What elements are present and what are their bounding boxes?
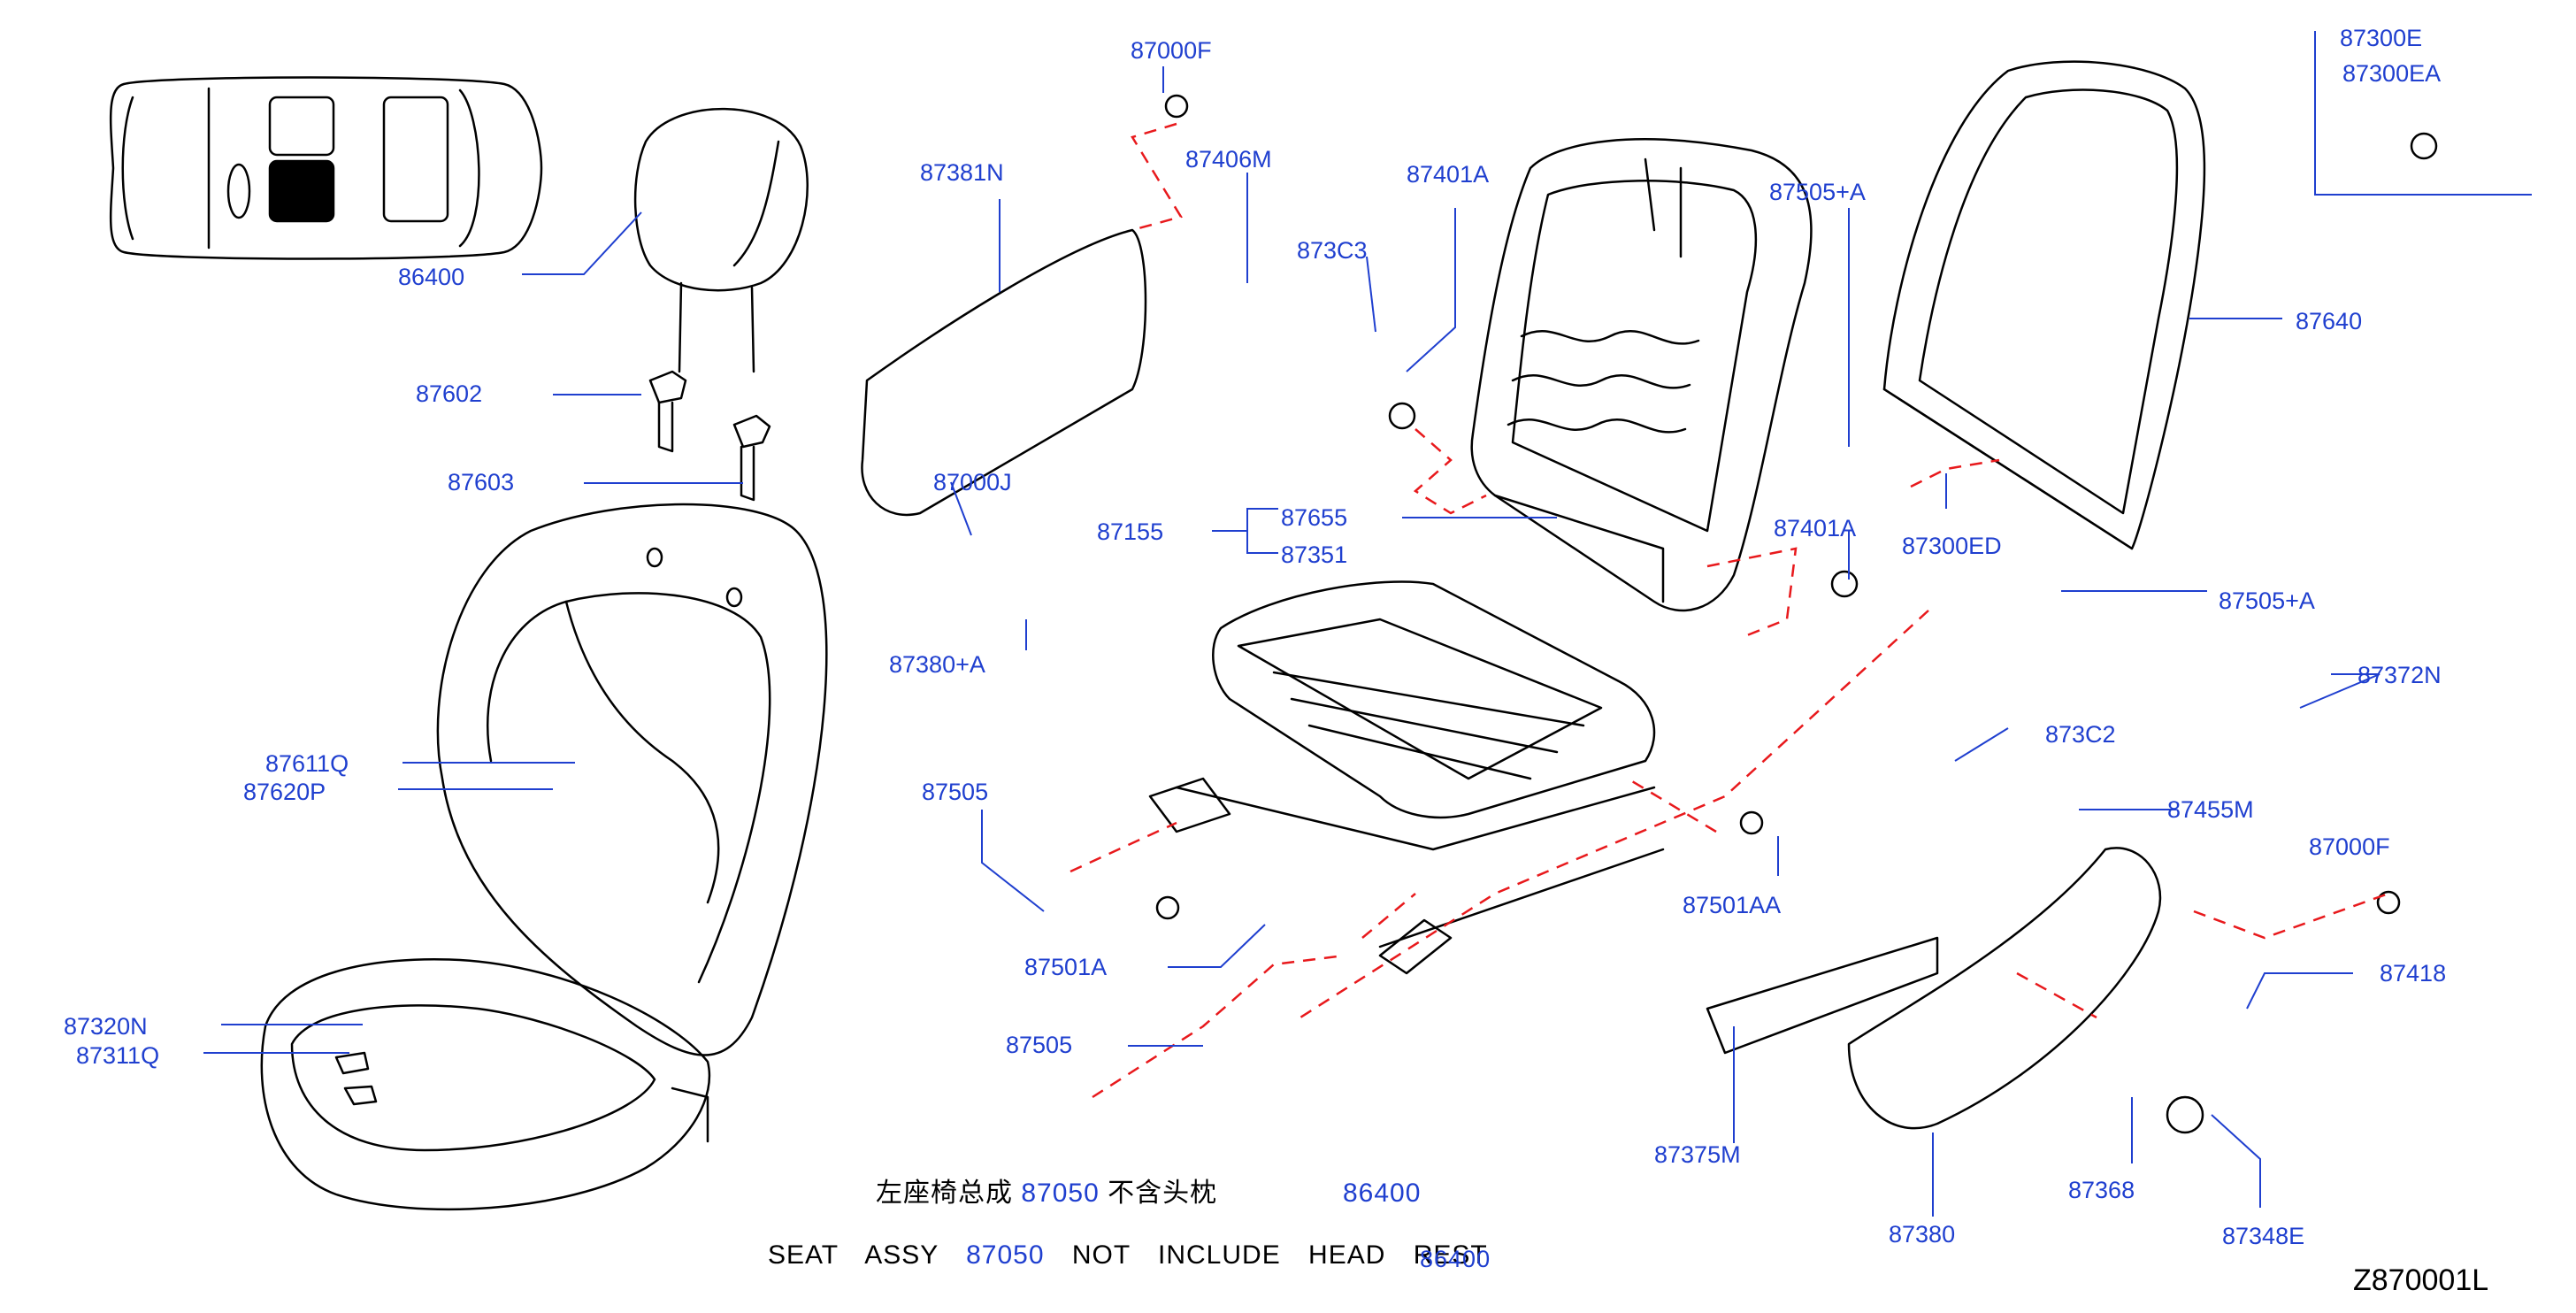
vehicle-location-icon: [109, 76, 543, 260]
note-en-ref[interactable]: 86400: [1420, 1246, 1491, 1272]
note-en-code[interactable]: 87050: [966, 1240, 1045, 1270]
part-label-87418[interactable]: 87418: [2380, 960, 2447, 987]
part-label-87611Q[interactable]: 87611Q: [265, 750, 349, 777]
part-label-87401A-mid[interactable]: 87401A: [1774, 515, 1857, 541]
part-label-87320N[interactable]: 87320N: [64, 1013, 148, 1040]
part-label-87300ED[interactable]: 87300ED: [1902, 533, 2002, 559]
part-label-87380A[interactable]: 87380+A: [889, 651, 985, 678]
part-label-87505A-top[interactable]: 87505+A: [1769, 179, 1866, 205]
part-label-87455M[interactable]: 87455M: [2167, 796, 2254, 823]
part-label-87505A-mid[interactable]: 87505+A: [2219, 587, 2315, 614]
part-label-87602[interactable]: 87602: [416, 380, 483, 407]
part-label-87501AA[interactable]: 87501AA: [1683, 892, 1782, 918]
fasteners: [1155, 94, 2438, 1134]
note-cn-suffix: 不含头枕: [1108, 1179, 1218, 1208]
part-label-87372N[interactable]: 87372N: [2358, 662, 2442, 688]
part-label-87000F-right[interactable]: 87000F: [2309, 833, 2390, 860]
note-chinese: 左座椅总成 87050 不含头枕: [876, 1179, 1217, 1209]
part-label-87505-a[interactable]: 87505: [922, 779, 989, 805]
part-label-873C2[interactable]: 873C2: [2045, 721, 2116, 748]
part-label-87368[interactable]: 87368: [2068, 1177, 2135, 1203]
seatback-frame: [1470, 138, 1813, 612]
part-label-87505-b[interactable]: 87505: [1006, 1032, 1073, 1058]
part-label-87000J[interactable]: 87000J: [933, 469, 1012, 495]
note-english: SEAT ASSY 87050 NOT INCLUDE HEAD REST: [768, 1240, 1488, 1271]
back-panel: [1882, 60, 2206, 550]
headrest: [633, 107, 809, 373]
part-label-87351[interactable]: 87351: [1281, 541, 1348, 568]
part-label-87655[interactable]: 87655: [1281, 504, 1348, 531]
cushion-cover: [260, 958, 711, 1211]
note-cn-ref[interactable]: 86400: [1343, 1179, 1422, 1208]
side-shields: [861, 228, 2162, 1130]
part-label-86400[interactable]: 86400: [398, 264, 465, 290]
part-label-873C3[interactable]: 873C3: [1297, 237, 1368, 264]
part-label-87000F-top[interactable]: 87000F: [1131, 37, 1212, 64]
part-label-87501A[interactable]: 87501A: [1024, 954, 1108, 980]
part-label-87375M[interactable]: 87375M: [1654, 1141, 1741, 1168]
seatback-cover: [436, 503, 828, 1056]
part-label-87311Q[interactable]: 87311Q: [76, 1042, 160, 1069]
note-cn-code[interactable]: 87050: [1021, 1179, 1100, 1208]
drawing-number: Z870001L: [2353, 1263, 2489, 1297]
part-label-87300EA[interactable]: 87300EA: [2342, 60, 2442, 87]
seat-frame: [1148, 580, 1665, 975]
part-label-87406M[interactable]: 87406M: [1185, 146, 1272, 173]
part-label-87401A-top[interactable]: 87401A: [1407, 161, 1490, 188]
note-en-prefix: SEAT ASSY: [768, 1240, 939, 1270]
note-en-suffix: NOT INCLUDE HEAD REST: [1071, 1240, 1488, 1270]
part-label-87300E[interactable]: 87300E: [2340, 25, 2423, 51]
part-label-87380[interactable]: 87380: [1889, 1221, 1956, 1248]
headrest-guides: [648, 370, 771, 502]
part-label-87640[interactable]: 87640: [2296, 308, 2363, 334]
part-label-87155[interactable]: 87155: [1097, 518, 1164, 545]
part-label-87603[interactable]: 87603: [448, 469, 515, 495]
note-cn-prefix: 左座椅总成: [876, 1179, 1013, 1208]
part-label-87348E[interactable]: 87348E: [2222, 1223, 2305, 1249]
part-label-87381N[interactable]: 87381N: [920, 159, 1004, 186]
part-label-87620P[interactable]: 87620P: [243, 779, 326, 805]
